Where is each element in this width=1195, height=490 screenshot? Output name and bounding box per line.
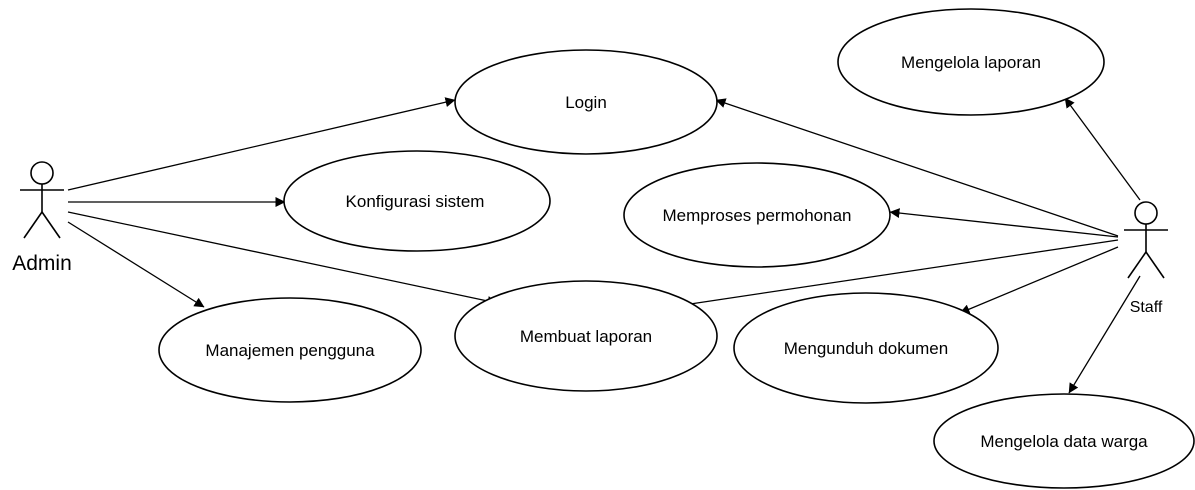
use-case-label: Login bbox=[565, 93, 607, 112]
use-case-label: Manajemen pengguna bbox=[205, 341, 375, 360]
use-case-memproses-permohonan[interactable]: Memproses permohonan bbox=[623, 162, 891, 268]
actor-head bbox=[1134, 201, 1158, 225]
association-admin-manajemen-pengguna bbox=[67, 221, 205, 308]
actor-right-leg bbox=[41, 211, 61, 239]
association-staff-mengelola-data-warga bbox=[1068, 275, 1141, 394]
actor-name: Staff bbox=[1130, 299, 1163, 316]
associations bbox=[67, 97, 1141, 394]
use-case-mengelola-data-warga[interactable]: Mengelola data warga bbox=[933, 393, 1195, 489]
actor-admin[interactable]: Admin bbox=[12, 161, 72, 275]
actor-right-leg bbox=[1145, 251, 1165, 279]
use-case-label: Mengelola laporan bbox=[901, 53, 1041, 72]
actor-left-leg bbox=[23, 211, 43, 239]
use-case-mengunduh-dokumen[interactable]: Mengunduh dokumen bbox=[733, 292, 999, 404]
actor-left-leg bbox=[1127, 251, 1147, 279]
actor-staff[interactable]: Staff bbox=[1124, 201, 1168, 316]
use-case-manajemen-pengguna[interactable]: Manajemen pengguna bbox=[158, 297, 422, 403]
use-case-label: Membuat laporan bbox=[520, 327, 652, 346]
association-staff-mengunduh-dokumen bbox=[959, 246, 1119, 314]
actor-name: Admin bbox=[12, 252, 72, 275]
use-case-login[interactable]: Login bbox=[454, 49, 718, 155]
association-staff-memproses-permohonan bbox=[889, 208, 1119, 238]
association-admin-login bbox=[67, 97, 456, 191]
actor-head bbox=[30, 161, 54, 185]
use-case-konfigurasi-sistem[interactable]: Konfigurasi sistem bbox=[283, 150, 551, 252]
use-case-mengelola-laporan[interactable]: Mengelola laporan bbox=[837, 8, 1105, 116]
use-case-label: Mengelola data warga bbox=[980, 432, 1148, 451]
use-case-label: Mengunduh dokumen bbox=[784, 339, 948, 358]
use-case-label: Konfigurasi sistem bbox=[346, 192, 485, 211]
association-staff-login bbox=[715, 98, 1119, 237]
use-case-membuat-laporan[interactable]: Membuat laporan bbox=[454, 280, 718, 392]
association-staff-mengelola-laporan bbox=[1064, 97, 1141, 201]
association-staff-membuat-laporan bbox=[676, 239, 1119, 310]
use-case-label: Memproses permohonan bbox=[663, 206, 852, 225]
association-admin-membuat-laporan bbox=[67, 211, 498, 306]
